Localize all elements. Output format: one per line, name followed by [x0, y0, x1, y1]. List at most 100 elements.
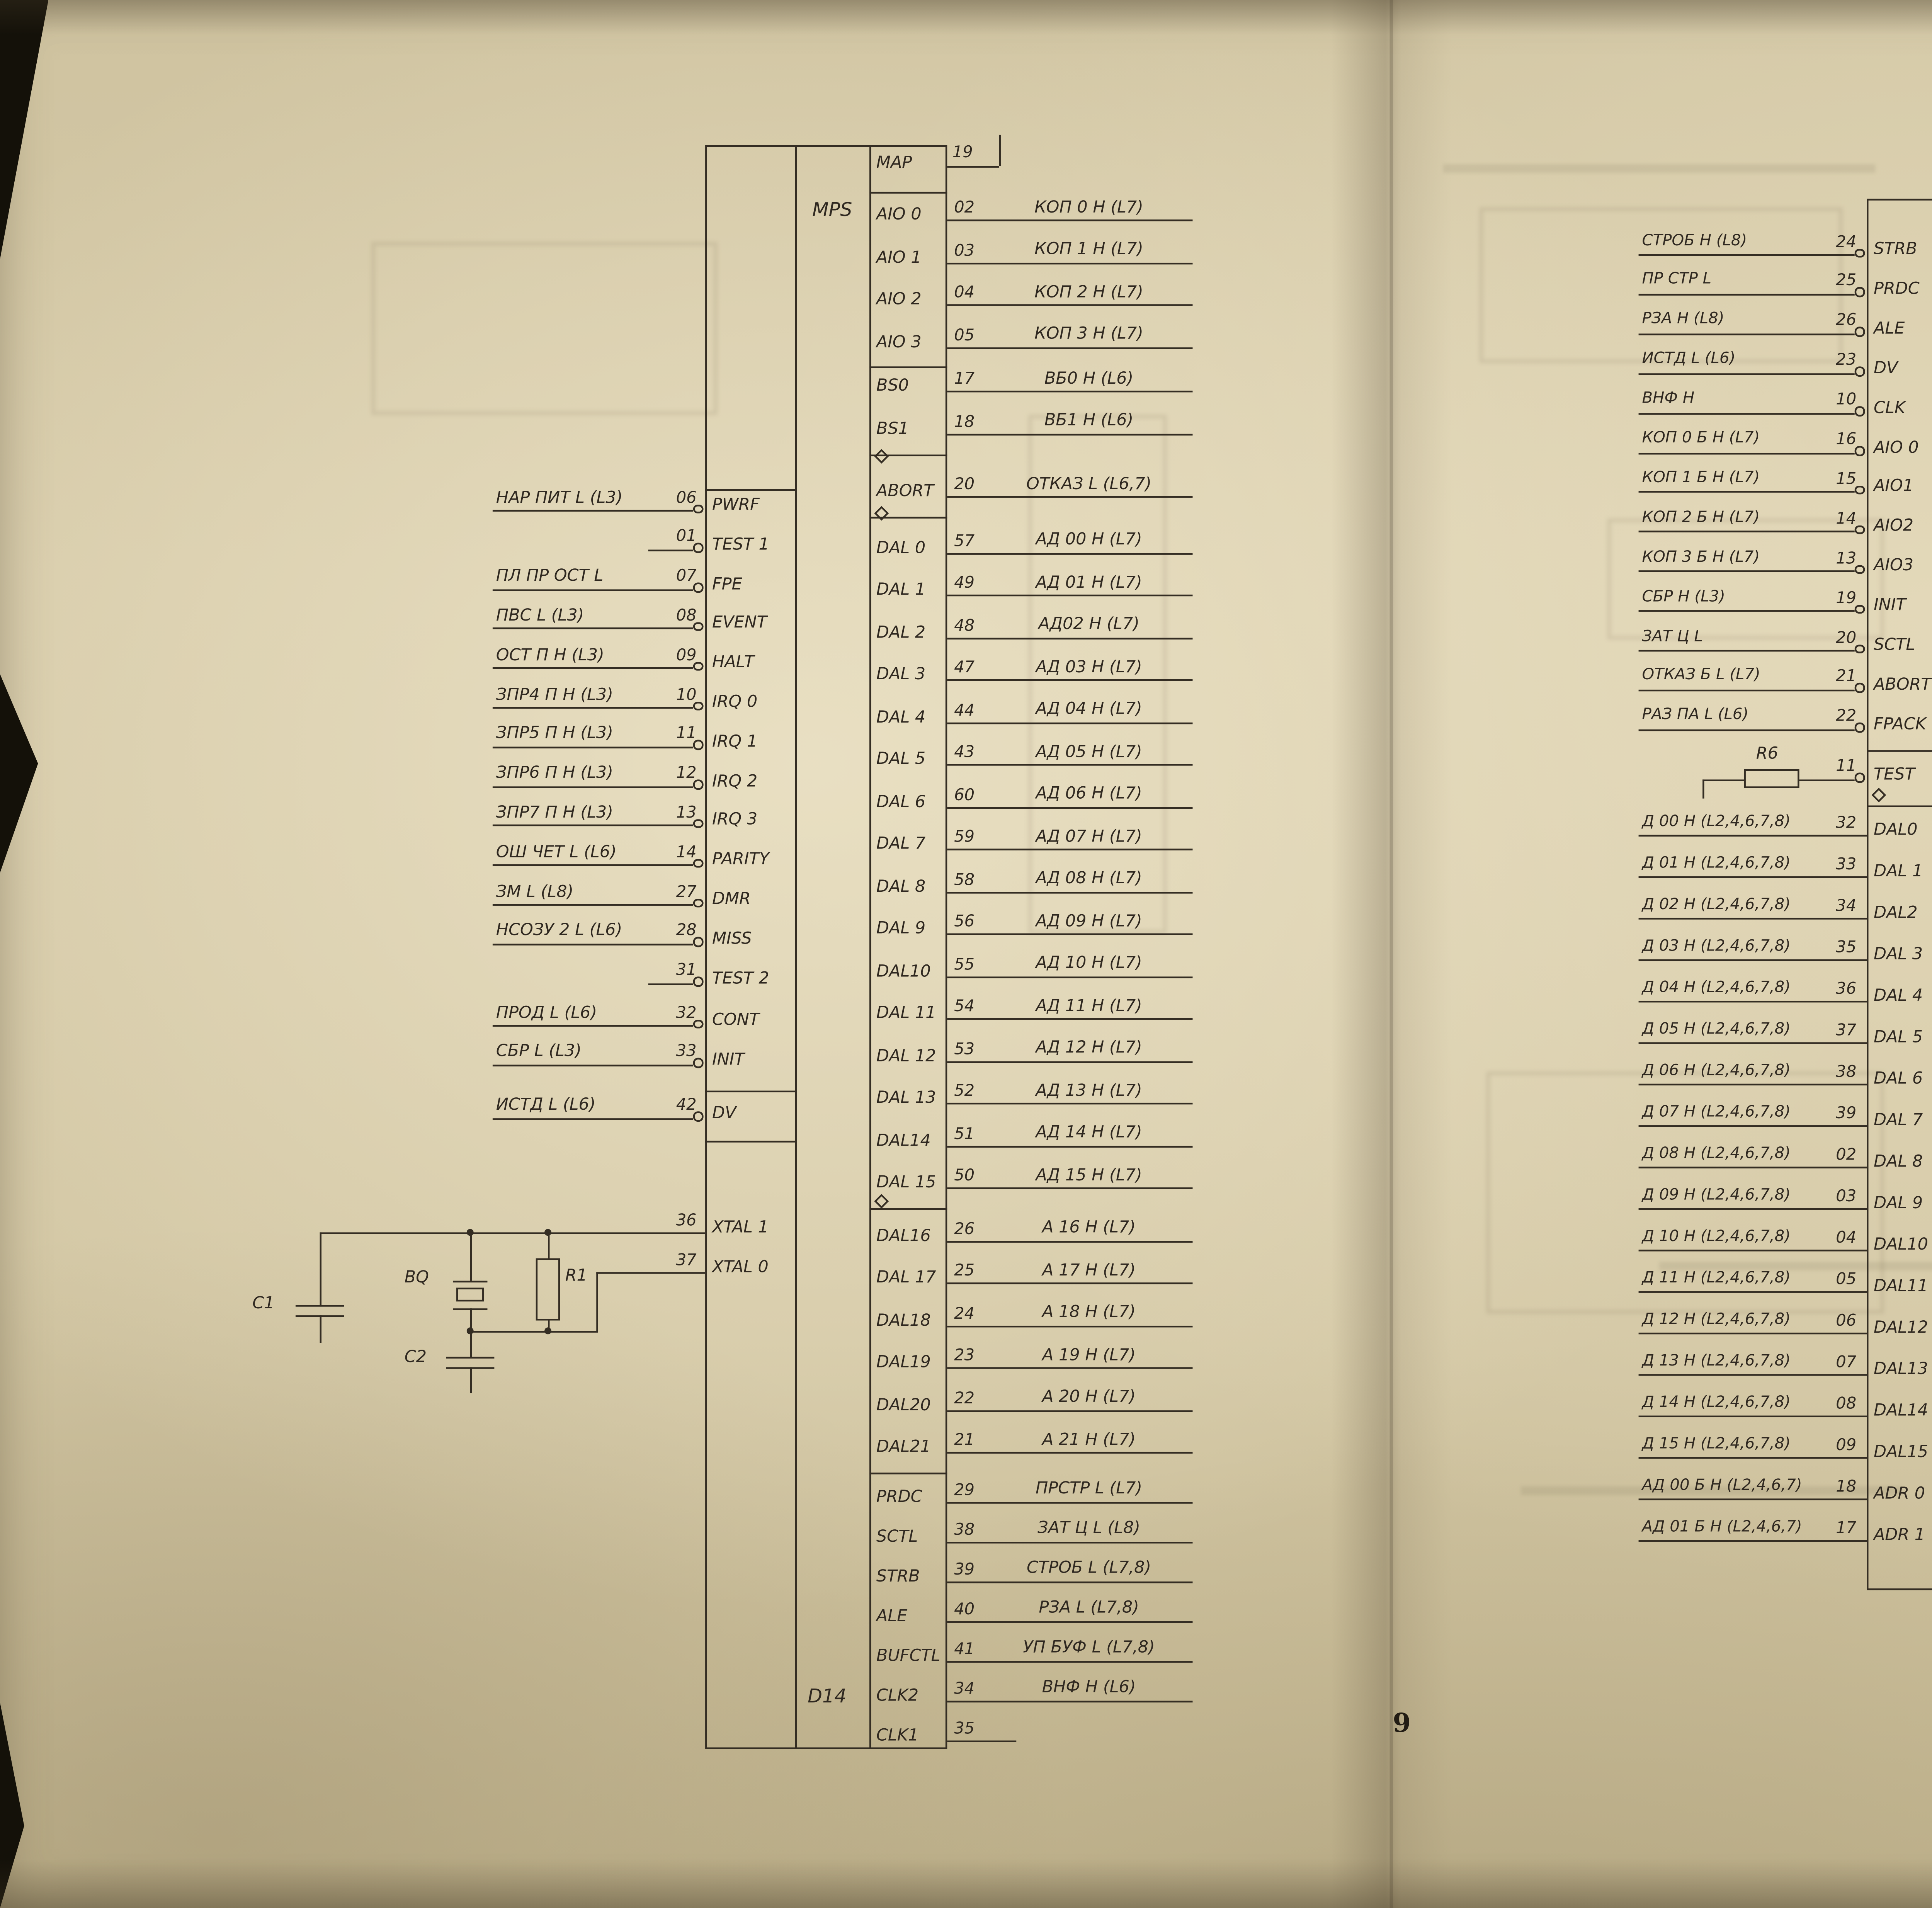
pin-wire [1638, 1000, 1867, 1003]
pin-name: BS0 [876, 377, 909, 396]
pin-group-divider [705, 1141, 795, 1143]
pin-wire [947, 933, 1193, 935]
pin-number: 55 [954, 955, 975, 974]
pin-wire [947, 1501, 1193, 1503]
pin-wire [1702, 779, 1744, 781]
pin-number: 39 [1836, 1104, 1857, 1123]
pin-wire [947, 764, 1193, 766]
pin-name: PARITY [712, 850, 769, 870]
pin-number: 42 [676, 1096, 697, 1115]
pin-name: TEST 1 [712, 535, 769, 554]
c2-lead-top [470, 1331, 472, 1357]
pin-number: 57 [954, 531, 975, 551]
pin-name: PRDC [1873, 280, 1920, 299]
c1-lead-top [320, 1232, 322, 1305]
pin-wire [1638, 1291, 1867, 1293]
signal-label: ВБ0 Н (L6) [1044, 369, 1134, 388]
pin-number: 08 [1836, 1394, 1857, 1413]
pin-name: DMR [712, 890, 751, 909]
pin-number: 39 [954, 1560, 975, 1579]
pin-name: CLK [1873, 398, 1906, 418]
pin-wire [947, 1060, 1193, 1062]
signal-label: АД 01 Н (L7) [1036, 573, 1142, 592]
pin-name: DAL 7 [876, 835, 926, 854]
inversion-bubble-icon [1854, 248, 1864, 258]
pin-number: 03 [954, 241, 975, 260]
pin-number: 14 [1836, 509, 1857, 529]
pin-name: PRDC [876, 1487, 922, 1507]
signal-label: А 17 Н (L7) [1042, 1261, 1136, 1280]
pin-wire [492, 1025, 693, 1027]
signal-label: РЗА L (L7,8) [1039, 1599, 1139, 1618]
signal-label: ВНФ Н (L6) [1042, 1678, 1136, 1697]
pin-wire [1638, 1457, 1867, 1459]
pin-name: DAL10 [1873, 1236, 1928, 1255]
signal-label: ПР СТР L [1642, 272, 1712, 289]
pin-wire [947, 346, 1193, 349]
scan-edge-artifact [0, 674, 38, 873]
pin-number: 56 [954, 912, 975, 932]
pin-name: DAL 0 [876, 538, 926, 558]
pin-wire [492, 825, 693, 827]
bq-label: BQ [404, 1269, 429, 1288]
crystal-bottom-rail [468, 1331, 598, 1333]
signal-label: АД 11 Н (L7) [1036, 996, 1142, 1016]
signal-label: СБР Н (L3) [1642, 588, 1725, 606]
pin-number: 51 [954, 1124, 975, 1144]
pin-wire [947, 1541, 1193, 1543]
pin-wire [1638, 412, 1855, 414]
signal-label: НСОЗУ 2 L (L6) [496, 922, 622, 941]
pin-number: 04 [954, 283, 975, 303]
inversion-bubble-icon [693, 582, 703, 592]
pin-name: DAL 2 [876, 623, 926, 642]
pin-name: AIO 1 [876, 248, 922, 267]
pin-name: CONT [712, 1011, 760, 1031]
xtal0-wire-bend [596, 1272, 598, 1331]
pin-name: INIT [712, 1050, 745, 1070]
signal-label: НАР ПИТ L (L3) [496, 488, 623, 507]
c2-lead-bottom [470, 1367, 472, 1393]
signal-label: Д 04 Н (L2,4,6,7,8) [1642, 979, 1791, 997]
pin-number: 33 [1836, 854, 1857, 874]
pin-name: AIO 0 [1873, 438, 1919, 457]
pin-number: 20 [1836, 628, 1857, 648]
pin-name: DAL2 [1873, 904, 1918, 923]
pin-name: XTAL 1 [712, 1218, 769, 1238]
pin-wire [947, 433, 1193, 435]
pin-wire [947, 721, 1193, 724]
pin-number: 23 [954, 1346, 975, 1366]
pin-number: 48 [954, 616, 975, 635]
pin-group-divider [869, 517, 947, 519]
pin-name: DAL 13 [876, 1089, 936, 1108]
pin-number: 09 [676, 646, 697, 665]
pin-wire [947, 1367, 1193, 1369]
d14-map-pin-name: MAP [876, 154, 912, 173]
signal-label: РЗА Н (L8) [1642, 311, 1725, 329]
pin-name: BS1 [876, 419, 909, 438]
r1-lead-top [548, 1232, 550, 1258]
signal-label: АД 13 Н (L7) [1036, 1081, 1142, 1100]
signal-label: СТРОБ L (L7,8) [1027, 1559, 1151, 1578]
bleedthrough-mark [1659, 1262, 1932, 1270]
signal-label: АД 08 Н (L7) [1036, 869, 1142, 889]
pin-wire [947, 219, 1193, 221]
pin-wire [947, 1452, 1193, 1454]
pin-number: 25 [954, 1262, 975, 1281]
pin-wire [947, 1240, 1193, 1242]
pin-name: DAL20 [876, 1396, 931, 1415]
pin-wire [947, 637, 1193, 639]
inversion-bubble-icon [693, 819, 703, 829]
inversion-bubble-icon [1854, 287, 1864, 297]
pin-name: DAL 7 [1873, 1111, 1923, 1131]
pin-number: 06 [676, 488, 697, 507]
pin-number: 31 [676, 961, 697, 980]
pin-name: STRB [1873, 240, 1917, 259]
pin-name: DV [712, 1104, 736, 1123]
signal-label: ЗПР7 П Н (L3) [496, 803, 613, 823]
signal-label: КОП 2 Б Н (L7) [1642, 509, 1760, 527]
pin-name: DAL13 [1873, 1360, 1928, 1379]
pin-name: SCTL [876, 1527, 918, 1546]
pin-name: DAL 3 [1873, 945, 1923, 965]
pin-wire [1638, 1415, 1867, 1418]
